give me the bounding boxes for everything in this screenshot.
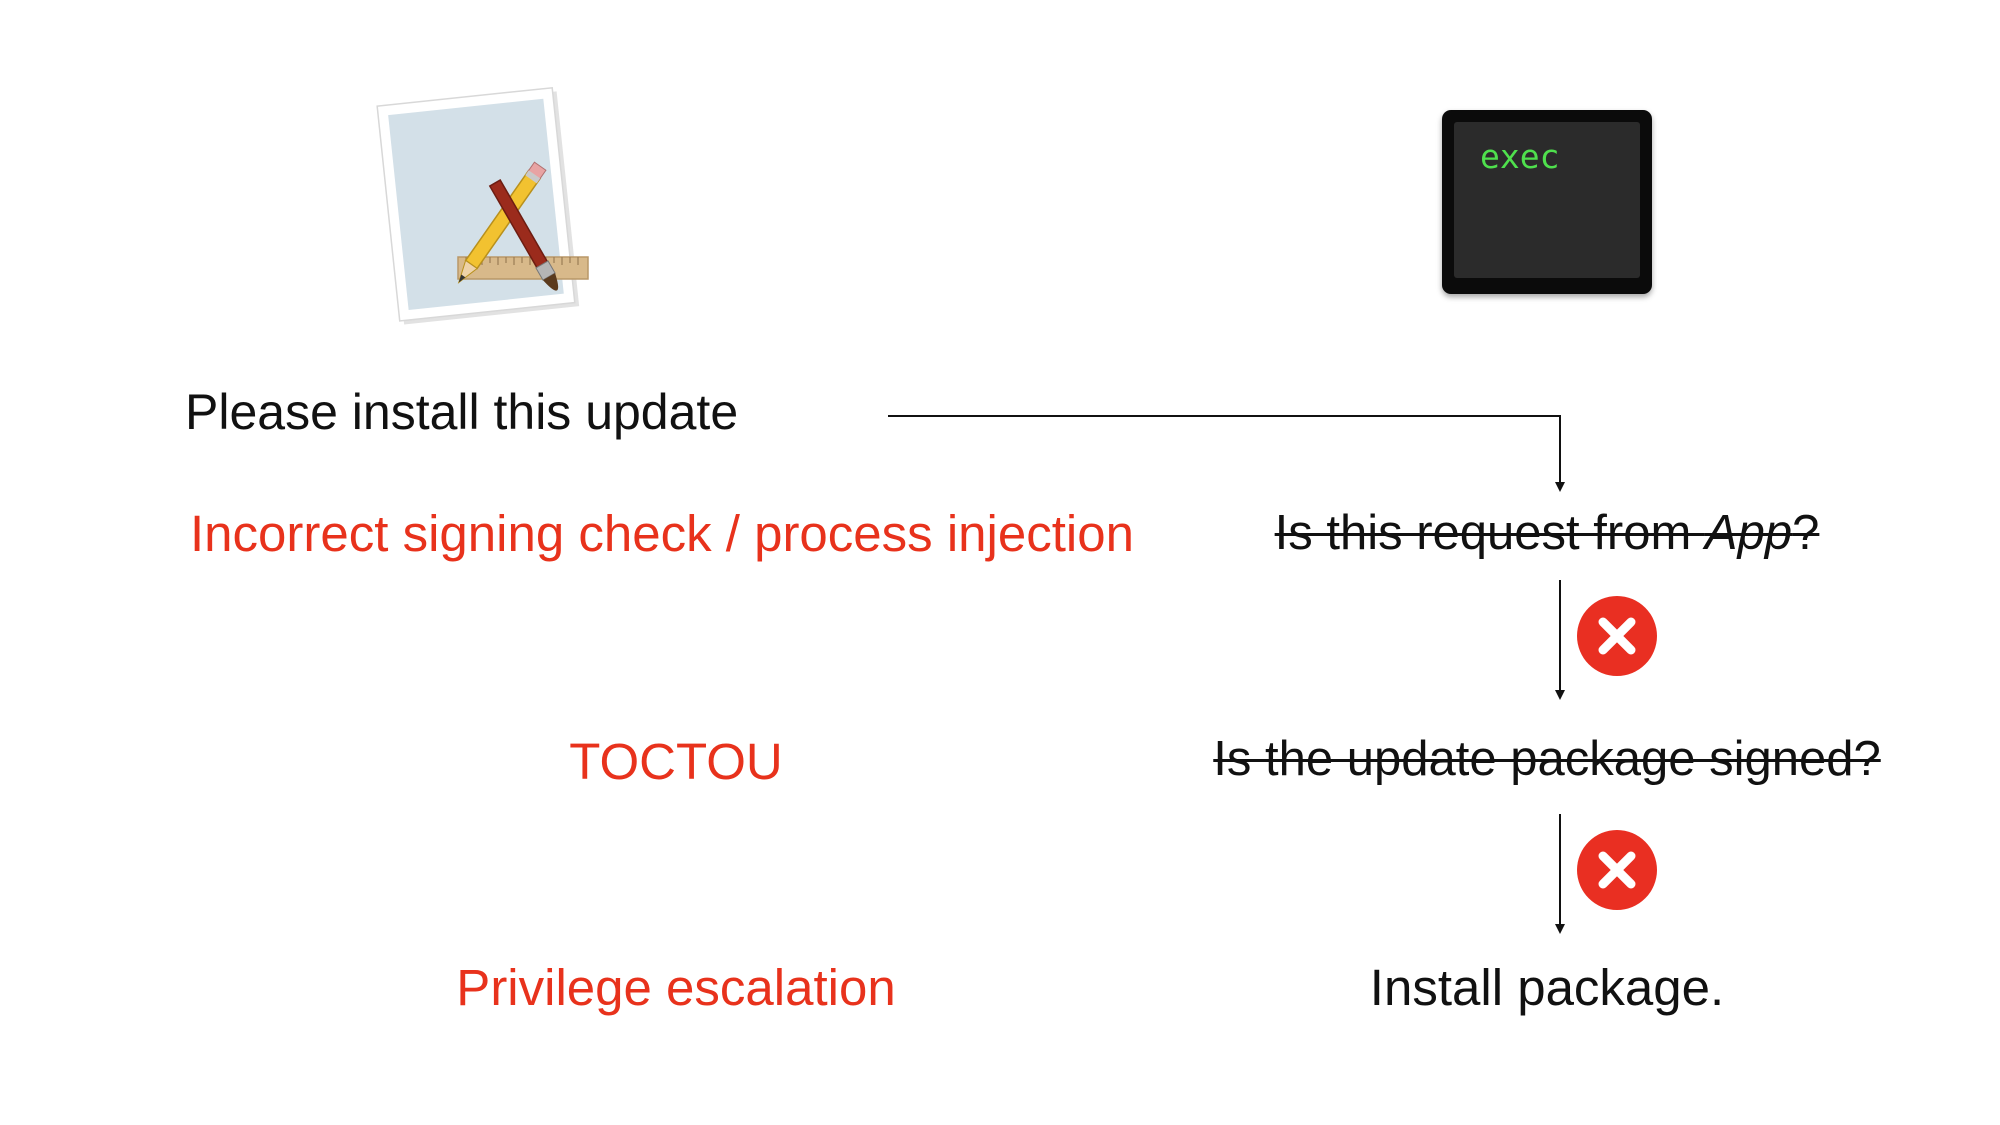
vulnerability-privilege-escalation: Privilege escalation — [456, 959, 896, 1016]
terminal-icon: exec — [1442, 110, 1652, 294]
x-mark-icon — [1598, 617, 1636, 655]
vulnerability-signing-check: Incorrect signing check / process inject… — [190, 505, 1134, 562]
terminal-exec-text: exec — [1480, 137, 1560, 176]
check-request-origin-prefix: Is this request from — [1274, 506, 1705, 560]
xcode-app-icon — [376, 86, 589, 325]
check-package-signed: Is the update package signed? — [1213, 732, 1881, 786]
request-label: Please install this update — [185, 384, 739, 440]
red-x-circle-icon — [1577, 596, 1657, 676]
request-arrow — [888, 415, 1561, 486]
terminal-screen: exec — [1454, 122, 1640, 278]
red-x-circle-icon — [1577, 830, 1657, 910]
check1-to-check2-arrowhead — [1555, 690, 1565, 700]
install-package-step: Install package. — [1369, 959, 1725, 1016]
x-mark-icon — [1598, 851, 1636, 889]
check-request-origin: Is this request from App? — [1275, 509, 1820, 558]
vulnerability-toctou: TOCTOU — [569, 733, 783, 790]
check-request-origin-suffix: ? — [1792, 506, 1820, 560]
check-request-origin-app: App — [1704, 506, 1793, 560]
request-arrowhead — [1555, 482, 1565, 492]
check2-to-install-arrowhead — [1555, 924, 1565, 934]
